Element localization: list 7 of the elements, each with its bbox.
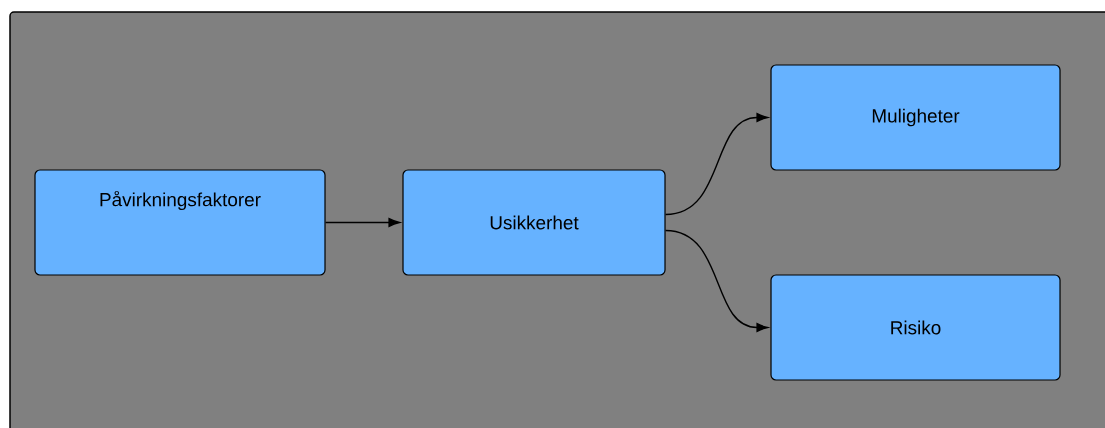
process-box: Påvirkningsfaktorer (34, 169, 326, 276)
arrow (664, 113, 769, 216)
arrow (324, 218, 401, 227)
process-box: Risiko (770, 274, 1061, 381)
arrow (664, 229, 769, 332)
process-box: Muligheter (770, 64, 1061, 171)
process-box: Usikkerhet (402, 169, 666, 276)
